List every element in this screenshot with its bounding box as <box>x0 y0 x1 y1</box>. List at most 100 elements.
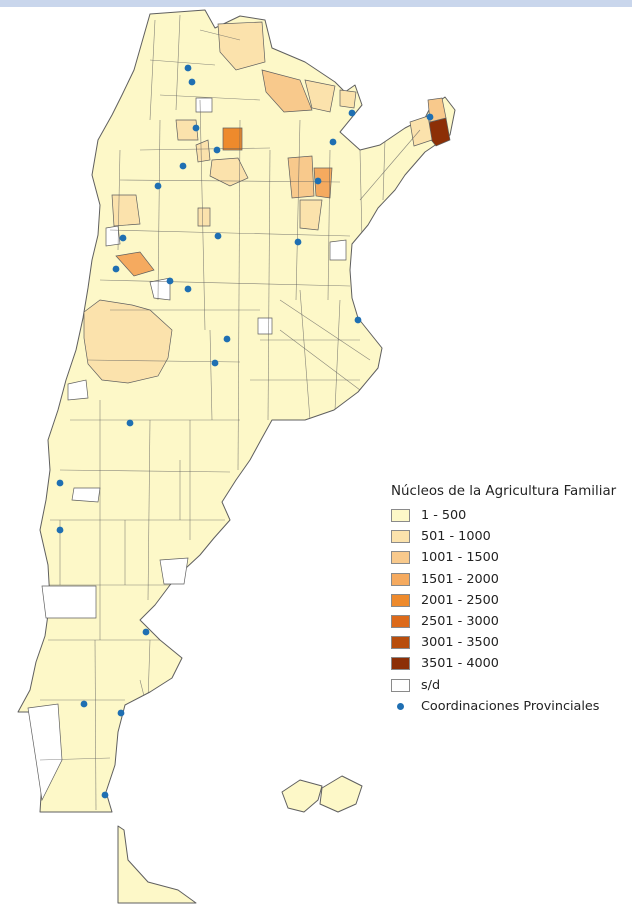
coordinacion-point[interactable] <box>80 700 88 708</box>
coordinacion-point[interactable] <box>112 265 120 273</box>
legend-title: Núcleos de la Agricultura Familiar <box>391 484 617 499</box>
coordinacion-point[interactable] <box>223 335 231 343</box>
coordinacion-point[interactable] <box>166 277 174 285</box>
sd-patch[interactable] <box>71 487 101 503</box>
coordinacion-point[interactable] <box>119 234 127 242</box>
coordinaciones-points <box>56 64 434 799</box>
sd-patch[interactable] <box>149 277 171 301</box>
department-boundary <box>147 639 151 701</box>
legend-label: 1001 - 1500 <box>421 550 499 566</box>
legend-point-item: Coordinaciones Provinciales <box>391 696 629 717</box>
sd-patch[interactable] <box>257 317 273 335</box>
sd-patch[interactable] <box>41 585 97 619</box>
dept-patch[interactable] <box>111 194 141 227</box>
coordinacion-point[interactable] <box>192 124 200 132</box>
coordinacion-point[interactable] <box>142 628 150 636</box>
coordinacion-point[interactable] <box>126 419 134 427</box>
coordinacion-point[interactable] <box>117 709 125 717</box>
top-band <box>0 0 632 7</box>
map-legend: Núcleos de la Agricultura Familiar 1 - 5… <box>391 484 629 717</box>
dept-patch[interactable] <box>287 155 315 199</box>
coordinacion-point[interactable] <box>354 316 362 324</box>
coordinacion-point[interactable] <box>314 177 322 185</box>
blue-dot-icon <box>391 700 410 713</box>
coordinacion-point[interactable] <box>211 359 219 367</box>
legend-label: 1501 - 2000 <box>421 571 499 587</box>
dept-patch[interactable] <box>115 251 155 277</box>
islas-malvinas-west[interactable] <box>281 779 323 813</box>
legend-swatch <box>391 636 410 650</box>
department-boundaries <box>39 14 421 811</box>
coordinacion-point[interactable] <box>184 64 192 72</box>
coordinacion-point[interactable] <box>214 232 222 240</box>
coordinacion-point[interactable] <box>213 146 221 154</box>
department-boundary <box>295 119 301 301</box>
sd-patch[interactable] <box>329 239 347 261</box>
department-boundary <box>327 149 331 301</box>
tierra-del-fuego[interactable] <box>117 825 197 904</box>
department-boundary <box>199 29 241 41</box>
department-boundary <box>94 639 97 811</box>
coordinacion-point[interactable] <box>329 138 337 146</box>
department-boundary <box>382 139 386 201</box>
legend-item: 3001 - 3500 <box>391 632 629 653</box>
legend-swatch <box>391 530 410 544</box>
legend-label: 3501 - 4000 <box>421 656 499 672</box>
dept-patch[interactable] <box>175 119 199 141</box>
dept-patch[interactable] <box>195 139 211 163</box>
legend-label: 3001 - 3500 <box>421 635 499 651</box>
department-boundary <box>159 94 261 101</box>
legend-swatch <box>391 657 410 671</box>
department-boundary <box>209 329 213 421</box>
dept-patch[interactable] <box>339 89 357 109</box>
sd-patch[interactable] <box>195 97 213 113</box>
coordinacion-point[interactable] <box>184 285 192 293</box>
islas-malvinas-east[interactable] <box>319 775 363 813</box>
department-boundary <box>359 129 421 201</box>
dept-patch[interactable] <box>83 299 173 384</box>
legend-item: 501 - 1000 <box>391 526 629 547</box>
dept-patch[interactable] <box>217 21 266 71</box>
coordinacion-point[interactable] <box>348 109 356 117</box>
coordinacion-point[interactable] <box>154 182 162 190</box>
department-boundary <box>299 289 311 421</box>
legend-item: 3501 - 4000 <box>391 653 629 674</box>
department-boundary <box>139 147 271 151</box>
legend-swatch <box>391 678 410 692</box>
sd-patch[interactable] <box>159 557 189 585</box>
department-boundary <box>149 59 216 66</box>
department-boundary <box>117 149 121 251</box>
legend-point-label: Coordinaciones Provinciales <box>421 698 600 714</box>
dept-patch[interactable] <box>261 69 313 113</box>
dept-patch[interactable] <box>209 157 249 187</box>
department-boundary <box>39 757 111 761</box>
coordinacion-point[interactable] <box>294 238 302 246</box>
legend-swatch <box>391 509 410 523</box>
coordinacion-point[interactable] <box>426 113 434 121</box>
coordinacion-point[interactable] <box>188 78 196 86</box>
coordinacion-point[interactable] <box>56 479 64 487</box>
dept-patch[interactable] <box>222 127 243 151</box>
department-boundary <box>334 299 341 411</box>
dept-patch[interactable] <box>304 79 336 113</box>
legend-label: 501 - 1000 <box>421 529 491 545</box>
coordinacion-point[interactable] <box>101 791 109 799</box>
dept-patch[interactable] <box>197 207 211 227</box>
sd-patch[interactable] <box>67 379 89 401</box>
legend-swatch <box>391 551 410 565</box>
legend-swatch <box>391 593 410 607</box>
sd-patch[interactable] <box>27 703 63 802</box>
coordinacion-point[interactable] <box>179 162 187 170</box>
department-boundary <box>267 149 271 421</box>
department-boundary <box>237 119 241 471</box>
legend-item: 1001 - 1500 <box>391 547 629 568</box>
dept-patch[interactable] <box>313 167 333 199</box>
coordinacion-point[interactable] <box>56 526 64 534</box>
sd-patch[interactable] <box>105 225 121 247</box>
dept-patch[interactable] <box>409 115 433 147</box>
legend-swatch <box>391 572 410 586</box>
legend-label: s/d <box>421 677 441 693</box>
dept-patch[interactable] <box>299 199 323 231</box>
